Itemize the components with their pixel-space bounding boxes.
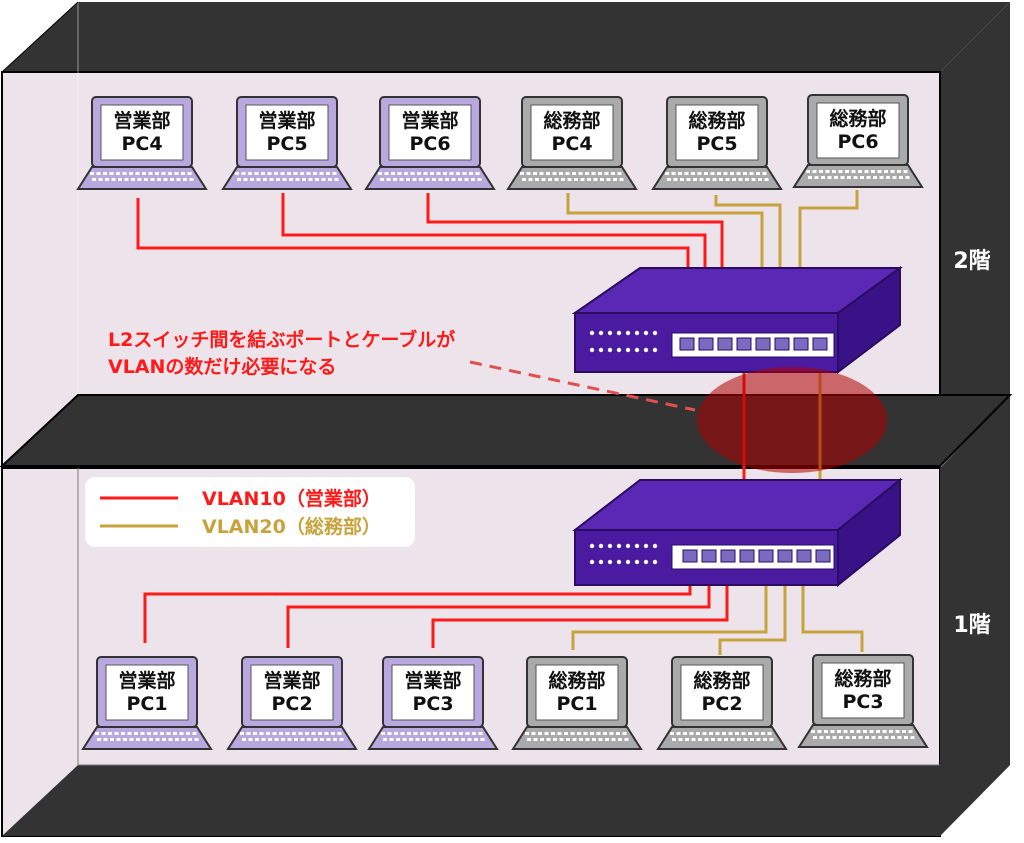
laptop-dept-label: 営業部 [113, 109, 170, 132]
laptop-dept-label: 営業部 [401, 109, 458, 132]
note-line2: VLANの数だけ必要になる [108, 355, 336, 378]
legend-label-vlan10: VLAN10（営業部） [202, 487, 381, 510]
callout-dashed-line [469, 360, 696, 412]
laptop-pc-label: PC6 [837, 131, 878, 153]
laptop-dept-label: 営業部 [118, 669, 175, 692]
laptop-dept-label: 営業部 [404, 669, 461, 692]
floor-label-2f: 2階 [953, 249, 990, 274]
laptop-pc-label: PC1 [126, 693, 167, 715]
upper-l2-switch [571, 266, 904, 375]
laptop-pc-label: PC5 [696, 133, 737, 155]
lower-floor-right-wall [940, 395, 1010, 836]
note-line1: L2スイッチ間を結ぶポートとケーブルが [108, 328, 455, 351]
laptop-pc-label: PC2 [271, 693, 312, 715]
laptop-pc-label: PC2 [701, 693, 742, 715]
legend: VLAN10（営業部） VLAN20（総務部） [85, 477, 415, 547]
laptop-dept-label: 営業部 [258, 109, 315, 132]
upper-floor-ceiling [2, 2, 1010, 72]
laptop-dept-label: 総務部 [548, 669, 605, 692]
cable-lower-eigyo-pc3 [431, 560, 729, 648]
trunk-highlight-ellipse [697, 367, 887, 473]
laptop-dept-label: 営業部 [263, 669, 320, 692]
laptop-dept-label: 総務部 [693, 669, 750, 692]
laptop-pc-label: PC5 [266, 133, 307, 155]
legend-box [85, 477, 415, 547]
lower-l2-switch [572, 477, 903, 588]
legend-label-vlan20: VLAN20（総務部） [202, 515, 381, 538]
cable-lower-soumu-pc2 [718, 560, 787, 655]
lower-floor-floor [2, 765, 1010, 836]
upper-floor-right-wall [940, 2, 1010, 465]
laptop-pc-label: PC4 [121, 133, 162, 155]
laptop-pc-label: PC4 [551, 133, 592, 155]
laptop-dept-label: 総務部 [834, 667, 891, 690]
floor-label-1f: 1階 [953, 613, 990, 638]
laptop-pc-label: PC1 [556, 693, 597, 715]
laptop-dept-label: 総務部 [688, 109, 745, 132]
cable-lower-soumu-pc3 [801, 560, 864, 652]
laptop-pc-label: PC3 [842, 691, 883, 713]
laptop-dept-label: 総務部 [543, 109, 600, 132]
laptop-pc-label: PC3 [412, 693, 453, 715]
cable-lower-soumu-pc1 [571, 560, 768, 650]
laptop-pc-label: PC6 [409, 133, 450, 155]
laptop-dept-label: 総務部 [829, 107, 886, 130]
